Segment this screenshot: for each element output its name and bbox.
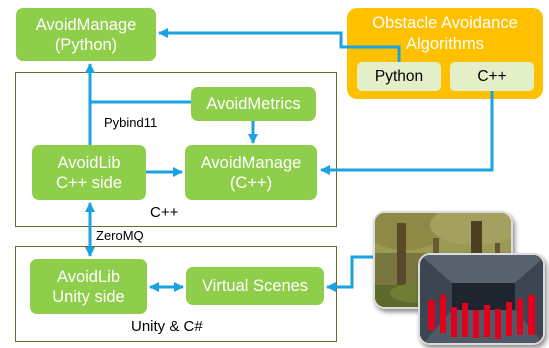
avoidmanage-cpp-line1: AvoidManage [200, 153, 302, 172]
unity-container-label: Unity & C# [131, 318, 203, 335]
avoidmanage-cpp-line2: (C++) [229, 173, 273, 192]
avoidmanage-python-line2: (Python) [54, 35, 118, 54]
lang-cpp-box: C++ [450, 62, 534, 91]
avoidlib-unity-node: AvoidLib Unity side [30, 259, 147, 314]
lang-python-label: Python [374, 67, 424, 85]
lang-cpp-label: C++ [477, 67, 507, 85]
zeromq-edge-label: ZeroMQ [96, 228, 144, 243]
avoidmetrics-label: AvoidMetrics [206, 95, 301, 113]
virtual-scenes-label: Virtual Scenes [201, 277, 309, 295]
arrow-python-to-avoidmanage-python [157, 27, 401, 62]
avoidlib-cpp-line1: AvoidLib [57, 153, 121, 172]
avoidmanage-python-line1: AvoidManage [35, 15, 137, 34]
avoidmanage-python-node: AvoidManage (Python) [16, 8, 156, 61]
avoidlib-unity-line2: Unity side [52, 287, 125, 306]
avoidmanage-cpp-node: AvoidManage (C++) [185, 145, 317, 200]
avoidlib-cpp-line2: C++ side [55, 173, 123, 192]
algorithms-title: Obstacle Avoidance Algorithms [347, 13, 543, 55]
virtual-scenes-node: Virtual Scenes [186, 267, 324, 305]
corridor-scene-image [418, 253, 545, 345]
algorithms-title-line1: Obstacle Avoidance [372, 14, 518, 32]
avoidmetrics-node: AvoidMetrics [191, 87, 316, 121]
arrow-images-to-virtual-scenes [325, 255, 378, 293]
pybind-edge-label: Pybind11 [104, 115, 158, 130]
avoidlib-cpp-node: AvoidLib C++ side [32, 145, 146, 200]
corridor-scene-drawing [420, 255, 543, 343]
algorithms-title-line2: Algorithms [406, 35, 484, 53]
arrow-cpp-to-avoidmanage-cpp [319, 91, 494, 176]
cpp-container-label: C++ [150, 204, 179, 221]
avoidlib-unity-line1: AvoidLib [57, 267, 120, 286]
lang-python-box: Python [357, 62, 441, 91]
